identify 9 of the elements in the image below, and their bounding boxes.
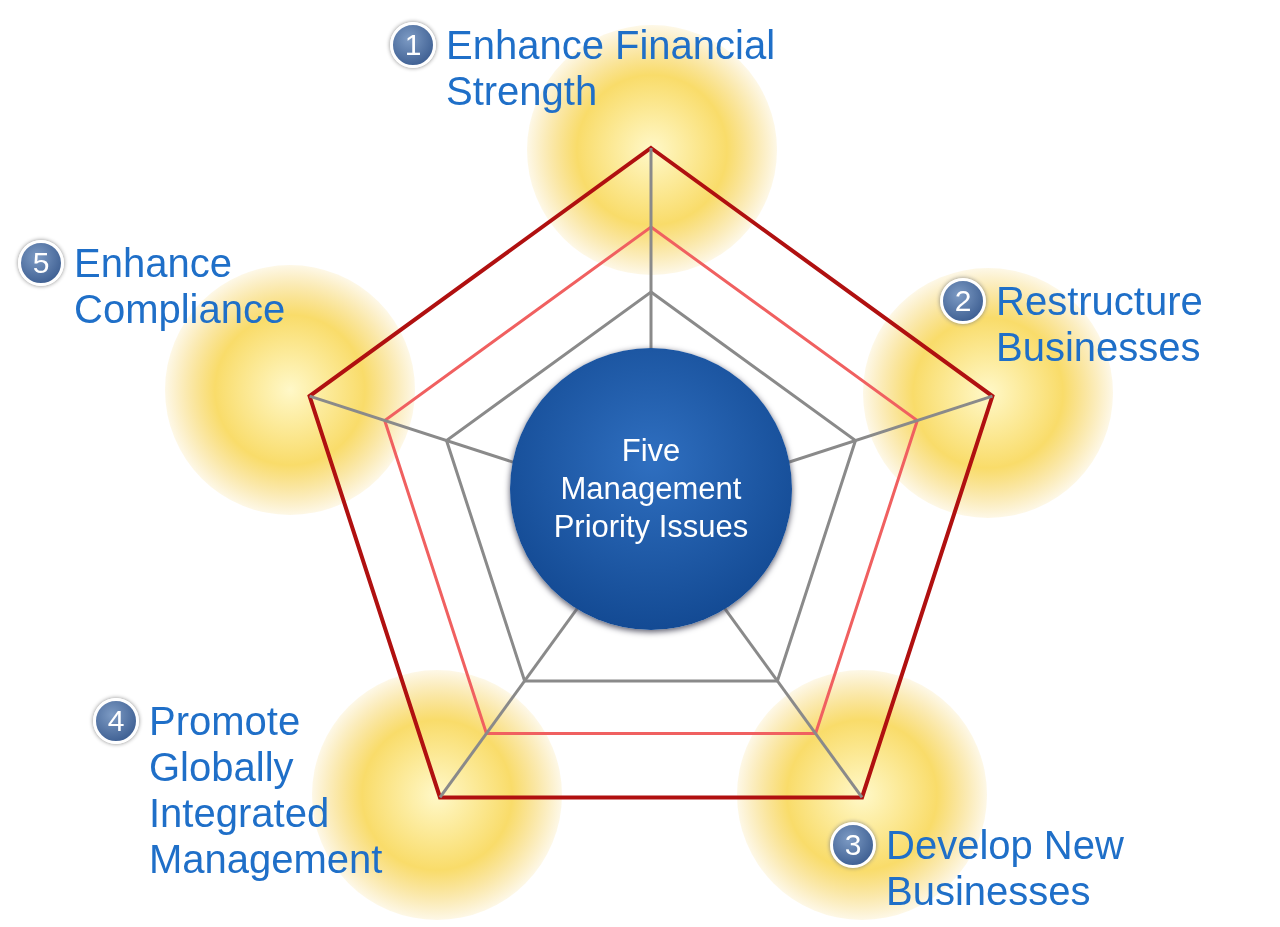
priority-label: Enhance Compliance [74, 240, 287, 332]
number-badge: 4 [93, 698, 139, 744]
center-label: Five Management Priority Issues [552, 432, 750, 546]
priority-label: Develop New Businesses [886, 822, 1125, 914]
priority-label: Promote Globally Integrated Management [149, 698, 384, 882]
number-badge: 1 [390, 22, 436, 68]
priority-label: Restructure Businesses [996, 278, 1204, 370]
priority-label: Enhance Financial Strength [446, 22, 777, 114]
number-badge: 5 [18, 240, 64, 286]
